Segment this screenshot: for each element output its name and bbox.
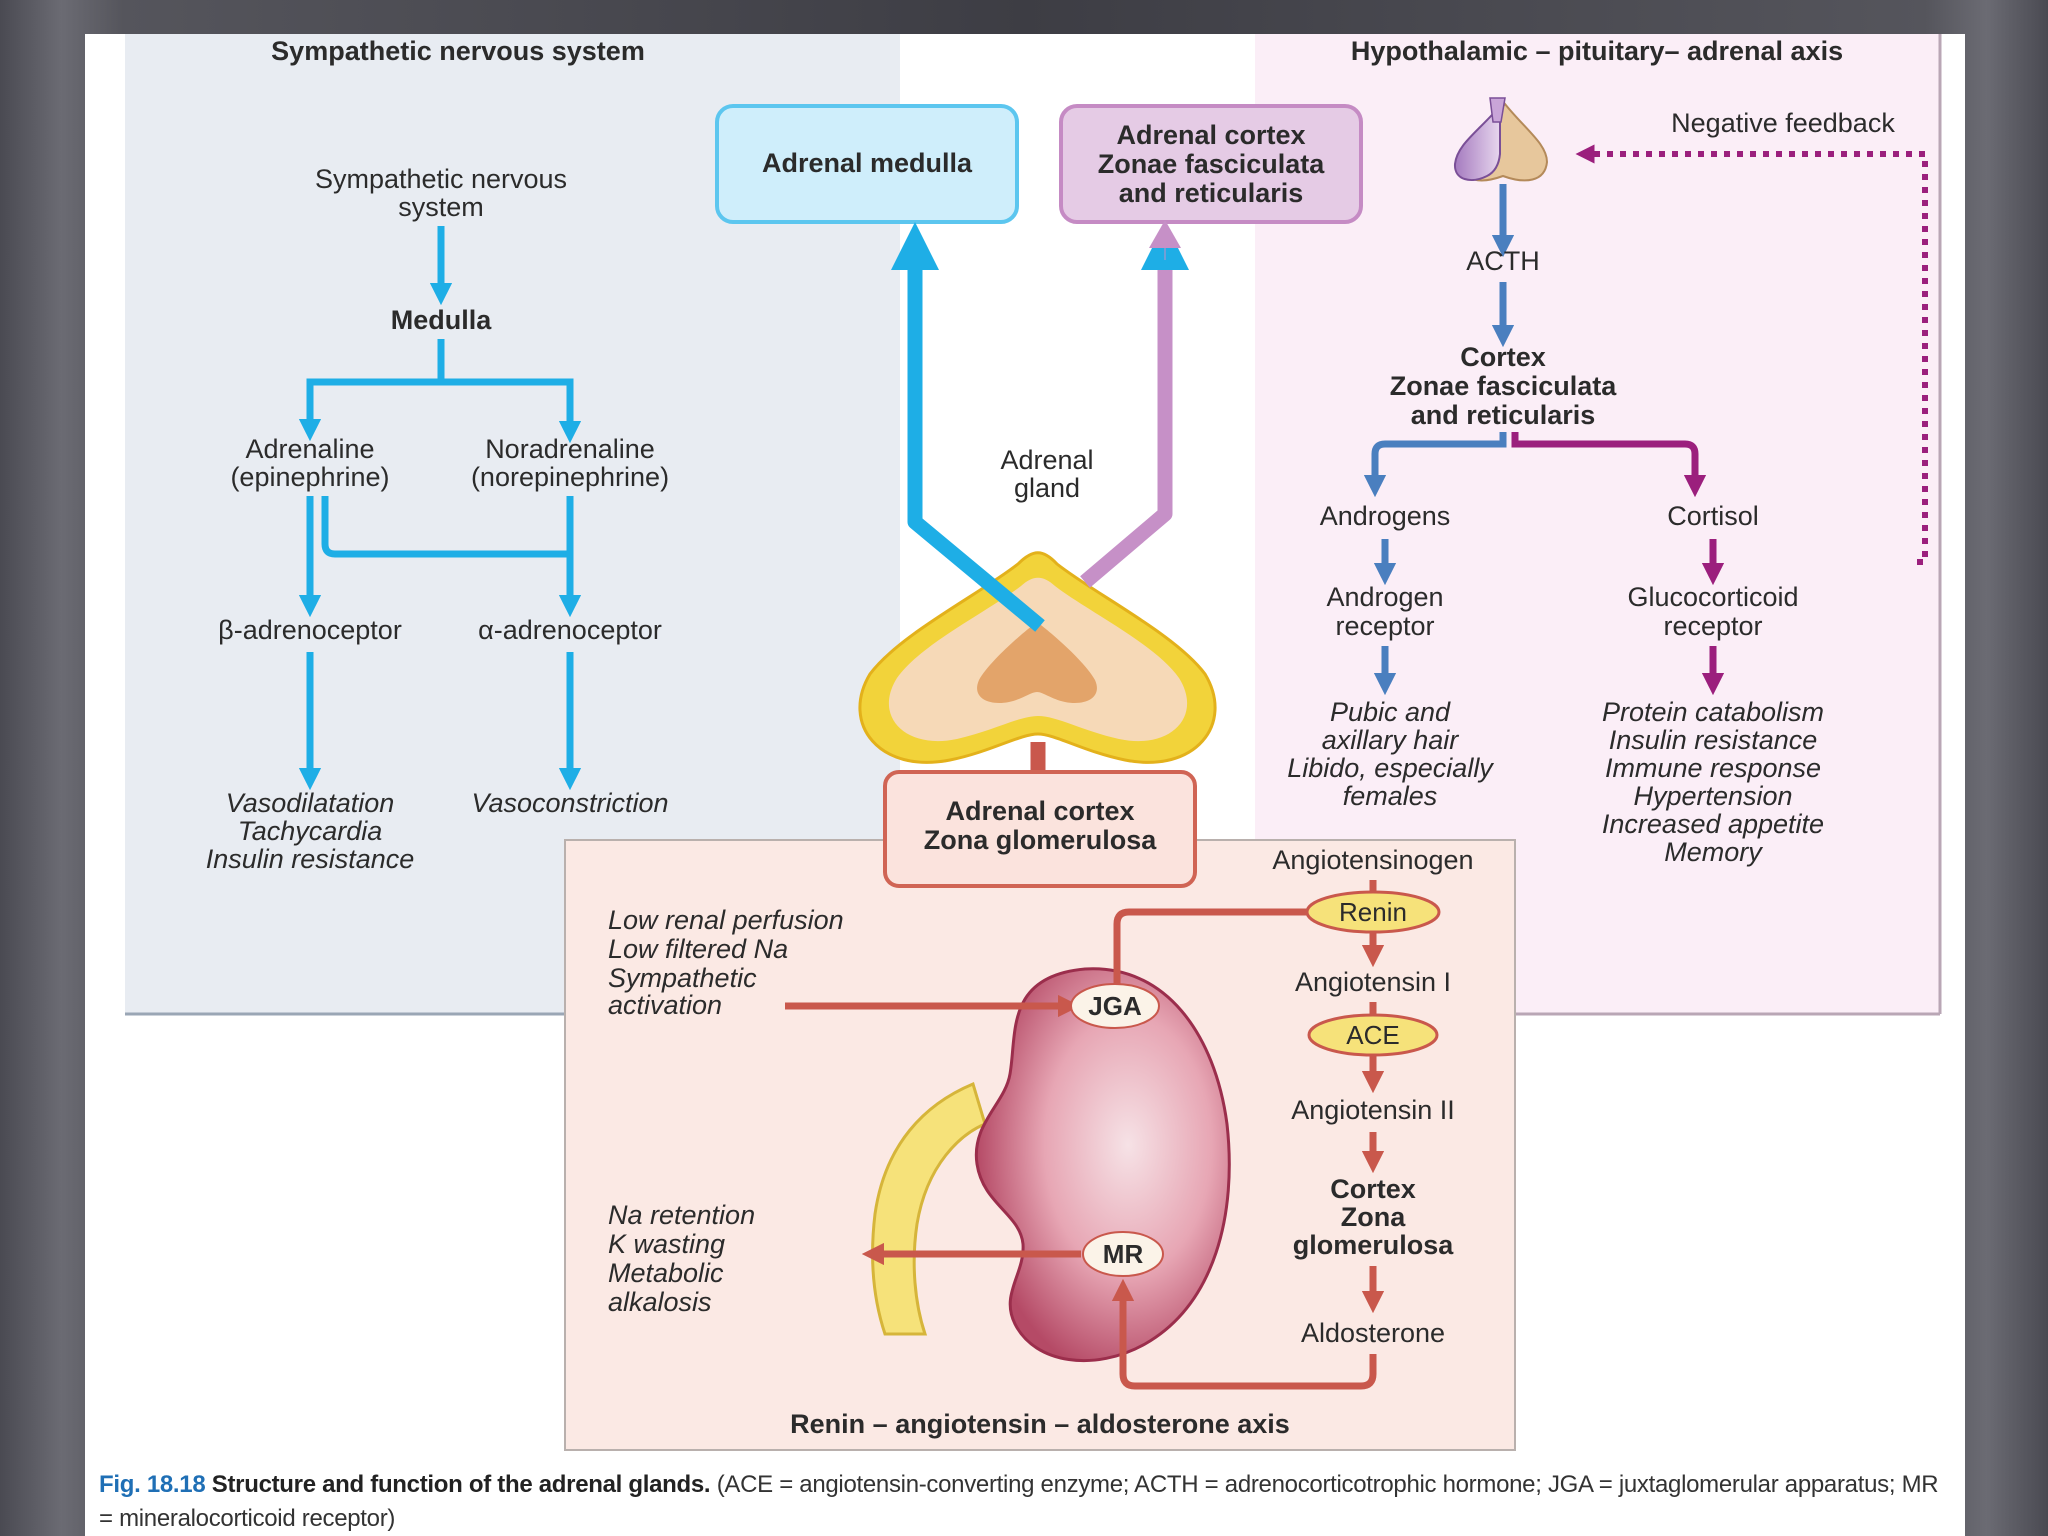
alpha-effect: Vasoconstriction (471, 788, 668, 818)
aldosterone-label: Aldosterone (1301, 1318, 1445, 1348)
androgen-effect-4: females (1343, 781, 1438, 811)
renin-label: Renin (1339, 897, 1407, 927)
cortisol-label: Cortisol (1667, 501, 1759, 531)
angiotensinogen-label: Angiotensinogen (1272, 845, 1473, 875)
cortex-fr-line3: and reticularis (1119, 178, 1304, 208)
adrenaline-label: Adrenaline (245, 434, 374, 464)
adrenal-gland-label-2: gland (1014, 473, 1080, 503)
raas-cortex-line1: Cortex (1330, 1174, 1416, 1204)
cortex-fr-line2: Zonae fasciculata (1098, 149, 1326, 179)
adrenal-cortex-fr-box (1059, 104, 1363, 224)
raas-output-4: alkalosis (608, 1287, 712, 1317)
androgen-effect-3: Libido, especially (1287, 753, 1494, 783)
androgens-label: Androgens (1320, 501, 1451, 531)
beta-adrenoceptor: β-adrenoceptor (218, 615, 402, 645)
hpa-cortex-line2: Zonae fasciculata (1390, 371, 1618, 401)
beta-effect-1: Vasodilatation (226, 788, 395, 818)
raas-output-1: Na retention (608, 1200, 755, 1230)
adrenal-medulla-label: Adrenal medulla (762, 148, 973, 178)
figure-caption: Fig. 18.18 Structure and function of the… (99, 1468, 1949, 1536)
cortisol-effect-4: Hypertension (1633, 781, 1792, 811)
hpa-cortex-line1: Cortex (1460, 342, 1546, 372)
raas-title: Renin – angiotensin – aldosterone axis (790, 1409, 1290, 1439)
epinephrine-label: (epinephrine) (230, 462, 389, 492)
sns-source-line1: Sympathetic nervous (315, 164, 567, 194)
glucocorticoid-receptor-line1: Glucocorticoid (1627, 582, 1798, 612)
hpa-cortex-line3: and reticularis (1411, 400, 1596, 430)
raas-input-4: activation (608, 990, 722, 1020)
adrenal-medulla-box (715, 104, 1019, 224)
beta-effect-2: Tachycardia (238, 816, 383, 846)
angiotensin-2-label: Angiotensin II (1291, 1095, 1455, 1125)
cortisol-effect-5: Increased appetite (1602, 809, 1824, 839)
raas-input-3: Sympathetic (608, 963, 757, 993)
sns-source-line2: system (398, 192, 484, 222)
androgen-effect-2: axillary hair (1322, 725, 1460, 755)
androgen-effect-1: Pubic and (1330, 697, 1451, 727)
acth-label: ACTH (1466, 246, 1540, 276)
ace-label: ACE (1346, 1020, 1399, 1050)
raas-input-1: Low renal perfusion (608, 905, 844, 935)
noradrenaline-label: Noradrenaline (485, 434, 655, 464)
mr-badge (1082, 1231, 1164, 1277)
cortisol-effect-3: Immune response (1605, 753, 1821, 783)
norepinephrine-label: (norepinephrine) (471, 462, 669, 492)
cortisol-effect-6: Memory (1664, 837, 1763, 867)
raas-cortex-line2: Zona (1341, 1202, 1406, 1232)
caption-title: Structure and function of the adrenal gl… (211, 1471, 711, 1498)
caption-fig-number: Fig. 18.18 (99, 1471, 206, 1498)
raas-input-2: Low filtered Na (608, 934, 788, 964)
adrenal-gland-label-1: Adrenal (1000, 445, 1093, 475)
raas-output-2: K wasting (608, 1229, 725, 1259)
jga-label: JGA (1088, 991, 1142, 1021)
cortex-zg-line1: Adrenal cortex (945, 796, 1134, 826)
raas-cortex-line3: glomerulosa (1293, 1230, 1455, 1260)
androgen-receptor-line2: receptor (1335, 611, 1434, 641)
alpha-adrenoceptor: α-adrenoceptor (478, 615, 662, 645)
mr-label: MR (1103, 1239, 1144, 1269)
pituitary-icon (1453, 97, 1549, 182)
angiotensin-1-label: Angiotensin I (1295, 967, 1451, 997)
adrenal-diagram: Sympathetic nervous system Hypothalamic … (125, 34, 1942, 1451)
medulla-label: Medulla (391, 305, 492, 335)
androgen-receptor-line1: Androgen (1326, 582, 1443, 612)
ureter-shape (871, 1081, 987, 1336)
slide: Sympathetic nervous system Hypothalamic … (85, 34, 1965, 1536)
cortex-zg-line2: Zona glomerulosa (924, 825, 1158, 855)
kidney-shape (974, 967, 1231, 1363)
negative-feedback-label: Negative feedback (1671, 108, 1895, 138)
cortex-fr-line1: Adrenal cortex (1116, 120, 1305, 150)
caption-text: (ACE = angiotensin-converting enzyme; AC… (99, 1471, 1939, 1532)
sympathetic-title: Sympathetic nervous system (271, 36, 645, 66)
adrenal-cortex-zg-box (883, 770, 1197, 888)
beta-effect-3: Insulin resistance (206, 844, 415, 874)
glucocorticoid-receptor-line2: receptor (1663, 611, 1762, 641)
raas-output-3: Metabolic (608, 1258, 724, 1288)
hpa-title: Hypothalamic – pituitary– adrenal axis (1351, 36, 1843, 66)
cortisol-effect-1: Protein catabolism (1602, 697, 1824, 727)
cortisol-effect-2: Insulin resistance (1609, 725, 1818, 755)
